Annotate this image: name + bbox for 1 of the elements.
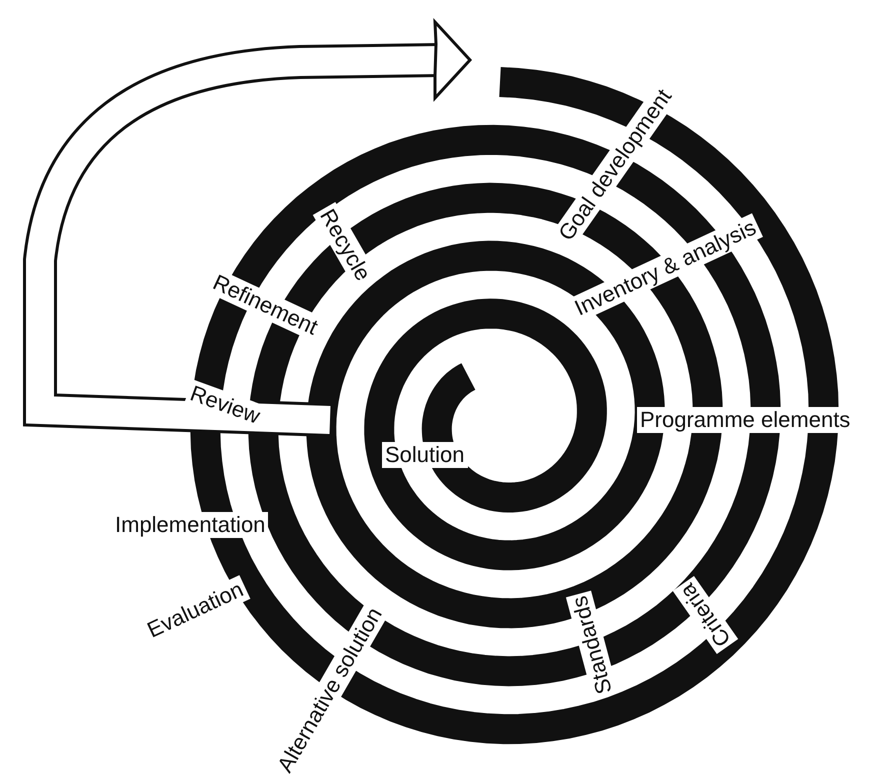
center-label: Solution (382, 442, 468, 468)
